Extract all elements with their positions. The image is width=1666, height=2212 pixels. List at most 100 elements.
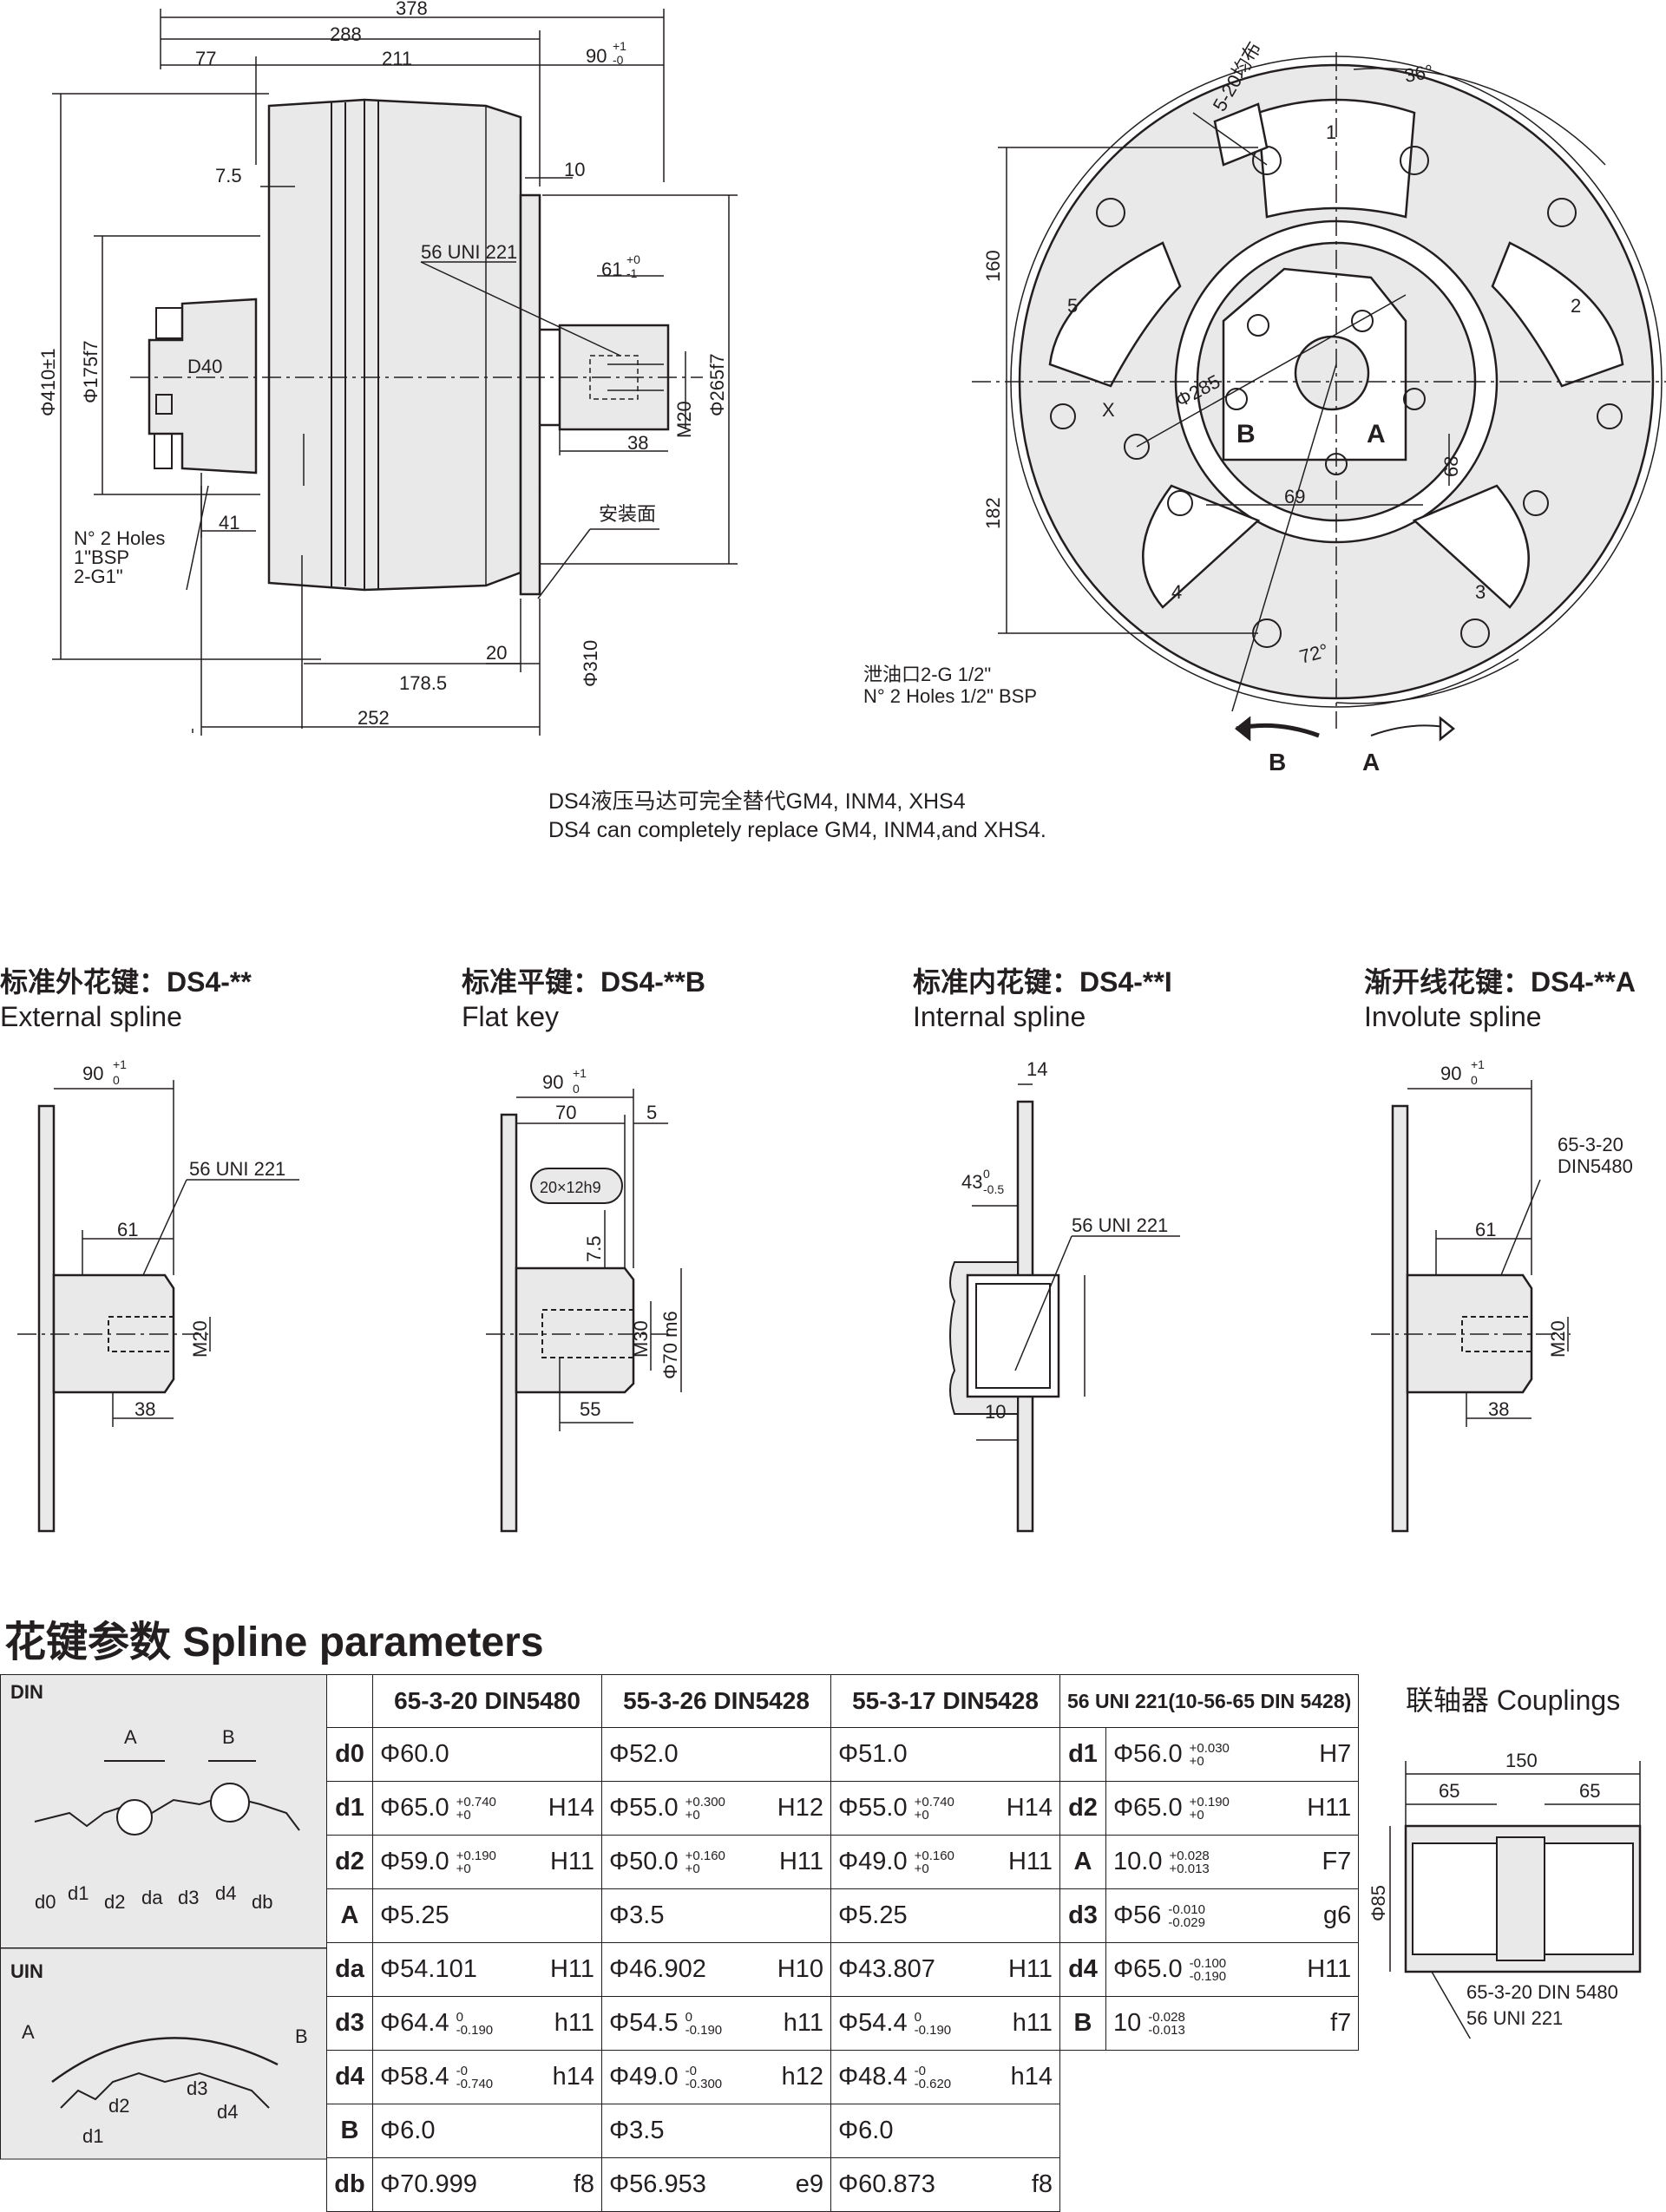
shaft-subtitle: External spline [0, 1001, 182, 1032]
dim-14: 14 [1026, 1058, 1047, 1080]
dim-211: 211 [382, 48, 412, 69]
dim-182: 182 [982, 497, 1004, 529]
dim-7-5: 7.5 [583, 1235, 605, 1262]
shaft-title: 标准平键：DS4-**B [462, 966, 705, 998]
param-label: db [326, 2157, 373, 2212]
piston-5: 5 [1067, 295, 1078, 317]
svg-text:0: 0 [983, 1167, 990, 1181]
dim-77: 77 [195, 48, 216, 69]
dim-10: 10 [564, 159, 585, 180]
dim-20: 20 [486, 642, 507, 664]
svg-text:-1: -1 [626, 266, 638, 280]
shaft-subtitle: Internal spline [913, 1001, 1086, 1032]
dim-378: 378 [396, 0, 428, 19]
dim-90: 90 [586, 45, 607, 67]
uni-header: 56 UNI 221(10-56-65 DIN 5428) [1059, 1674, 1360, 1728]
dim-phi410: Φ410±1 [37, 348, 59, 416]
holes-line2: 1"BSP [74, 546, 129, 568]
piston-1: 1 [1326, 121, 1336, 143]
shaft-title: 渐开线花键：DS4-**A [1364, 966, 1636, 998]
table-cell: Φ52.0 [601, 1727, 831, 1782]
din-d0: d0 [35, 1891, 56, 1913]
drain-label-cn: 泄油口2-G 1/2" [863, 664, 991, 685]
uni-param-label: A [1059, 1835, 1106, 1889]
dim-38: 38 [627, 432, 648, 454]
uni-param-label: d2 [1059, 1781, 1106, 1836]
dim-spline: 56 UNI 221 [189, 1158, 285, 1180]
shaft-flat-key: 标准平键：DS4-**B Flat key [462, 965, 705, 1034]
dim-90: 90 [82, 1063, 103, 1084]
dim-spline: 56 UNI 221 [1072, 1214, 1168, 1236]
dim-178-5: 178.5 [399, 672, 447, 694]
uni-param-label: d1 [1059, 1727, 1106, 1782]
uin-d2: d2 [108, 2095, 129, 2117]
holes-line3: 2-G1" [74, 566, 123, 587]
uin-b: B [295, 2025, 308, 2047]
shaft-title: 标准外花键：DS4-** [0, 966, 252, 998]
svg-text:+1: +1 [573, 1066, 587, 1080]
dim-phi265: Φ265f7 [706, 353, 728, 416]
dim-61: 61 [117, 1219, 138, 1240]
dim-160: 160 [982, 250, 1004, 282]
param-label: d1 [326, 1781, 373, 1836]
dim-phi310: Φ310 [580, 640, 601, 687]
coupling-label-2: 56 UNI 221 [1466, 2007, 1564, 2029]
spline-label-1: 65-3-20 [1558, 1134, 1623, 1155]
param-label: d4 [326, 2050, 373, 2104]
dim-68: 68 [1440, 456, 1462, 477]
dim-m20: M20 [673, 401, 695, 438]
uni-param-label: d3 [1059, 1888, 1106, 1943]
dim-d40: D40 [187, 356, 222, 377]
dim-252: 252 [357, 707, 390, 729]
dim-spline: 56 UNI 221 [421, 241, 517, 263]
shaft-subtitle: Involute spline [1364, 1001, 1542, 1032]
col-header: 65-3-20 DIN5480 [372, 1674, 602, 1728]
param-label: B [326, 2104, 373, 2158]
din-d2: d2 [104, 1891, 125, 1913]
dim-90: 90 [542, 1071, 563, 1093]
piston-4: 4 [1171, 581, 1182, 603]
dim-m20: M20 [189, 1320, 211, 1358]
spline-params-title: 花键参数 Spline parameters [4, 1620, 544, 1666]
dim-90: 90 [1440, 1063, 1461, 1084]
port-b-label: B [1236, 420, 1256, 448]
uin-d3: d3 [187, 2078, 207, 2099]
svg-text:0: 0 [113, 1073, 120, 1087]
din-db: db [252, 1891, 272, 1913]
din-label: DIN [10, 1681, 43, 1703]
shaft-internal-spline: 标准内花键：DS4-**I Internal spline [913, 965, 1172, 1034]
dim-61: 61 [601, 259, 622, 280]
svg-text:+1: +1 [613, 39, 626, 53]
svg-text:+1: +1 [113, 1057, 127, 1071]
shaft-drawings: 90 +1 0 56 UNI 221 61 M20 38 90 +1 0 70 … [17, 1057, 1633, 1533]
dim-55: 55 [580, 1398, 600, 1420]
dim-phi85: Φ85 [1368, 1885, 1389, 1921]
mounting-face-label: 安装面 [599, 503, 656, 525]
param-label: A [326, 1888, 373, 1943]
dim-7-5: 7.5 [215, 165, 242, 187]
dim-65a: 65 [1439, 1780, 1459, 1802]
svg-text:0: 0 [573, 1082, 580, 1096]
din-d1: d1 [68, 1882, 89, 1904]
shaft-title: 标准内花键：DS4-**I [913, 966, 1172, 998]
dim-43: 43 [961, 1171, 982, 1193]
table-cell: Φ3.5 [601, 2104, 831, 2158]
coupling-label-1: 65-3-20 DIN 5480 [1466, 1981, 1618, 2003]
